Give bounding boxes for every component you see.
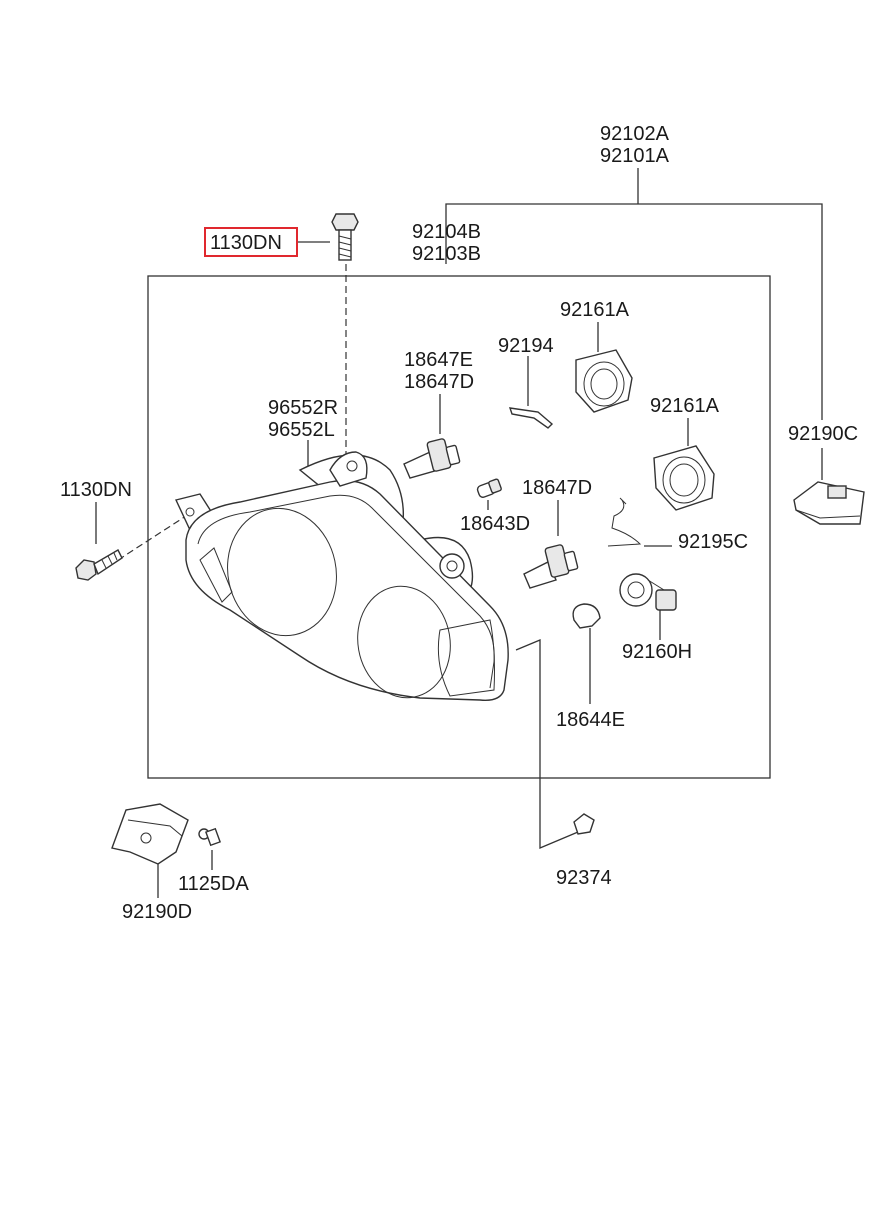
clip-icon bbox=[573, 813, 595, 835]
small-bulb-icon bbox=[476, 478, 502, 498]
bolt-icon bbox=[75, 549, 123, 581]
label-18643D[interactable]: 18643D bbox=[460, 513, 530, 535]
wedge-bulb-icon bbox=[572, 603, 601, 629]
label-92190D[interactable]: 92190D bbox=[122, 901, 192, 923]
leader-lines bbox=[95, 168, 823, 898]
label-92102A[interactable]: 92102A bbox=[600, 123, 670, 145]
dust-cover-icon bbox=[575, 349, 633, 413]
label-1125DA[interactable]: 1125DA bbox=[178, 873, 249, 895]
ballast-module-icon bbox=[793, 481, 865, 525]
label-1130DN-left[interactable]: 1130DN bbox=[60, 479, 132, 501]
bulb-socket-icon bbox=[619, 573, 677, 611]
spring-clip-icon bbox=[508, 407, 554, 429]
bolt-axis-left bbox=[117, 515, 187, 561]
label-18644E[interactable]: 18644E bbox=[556, 709, 625, 731]
label-92104B[interactable]: 92104B bbox=[412, 221, 481, 243]
label-18647D-1[interactable]: 18647D bbox=[404, 371, 474, 393]
label-96552R[interactable]: 96552R bbox=[268, 397, 338, 419]
label-18647D-2[interactable]: 18647D bbox=[522, 477, 592, 499]
wire-harness-icon bbox=[607, 497, 642, 547]
label-18647E[interactable]: 18647E bbox=[404, 349, 473, 371]
bracket-icon bbox=[111, 803, 189, 865]
headlamp-housing-icon bbox=[175, 451, 509, 701]
label-96552L[interactable]: 96552L bbox=[268, 419, 335, 441]
highlight-box bbox=[204, 227, 298, 257]
screw-icon bbox=[198, 827, 221, 847]
label-92161A-2[interactable]: 92161A bbox=[650, 395, 720, 417]
part-labels: 92102A 92101A 92104B 92103B 1130DN 92161… bbox=[60, 123, 858, 923]
bulb-icon bbox=[403, 438, 461, 479]
bulb-icon bbox=[523, 544, 579, 589]
label-1130DN-top[interactable]: 1130DN bbox=[210, 232, 282, 254]
label-92190C[interactable]: 92190C bbox=[788, 423, 858, 445]
label-92374[interactable]: 92374 bbox=[556, 867, 612, 889]
label-92195C[interactable]: 92195C bbox=[678, 531, 748, 553]
assembly-frame bbox=[147, 275, 771, 779]
dust-cover-icon bbox=[653, 445, 715, 511]
label-92103B[interactable]: 92103B bbox=[412, 243, 481, 265]
label-92101A[interactable]: 92101A bbox=[600, 145, 670, 167]
bolt-icon bbox=[331, 213, 359, 261]
label-92161A-1[interactable]: 92161A bbox=[560, 299, 630, 321]
label-92160H[interactable]: 92160H bbox=[622, 641, 692, 663]
label-92194[interactable]: 92194 bbox=[498, 335, 554, 357]
